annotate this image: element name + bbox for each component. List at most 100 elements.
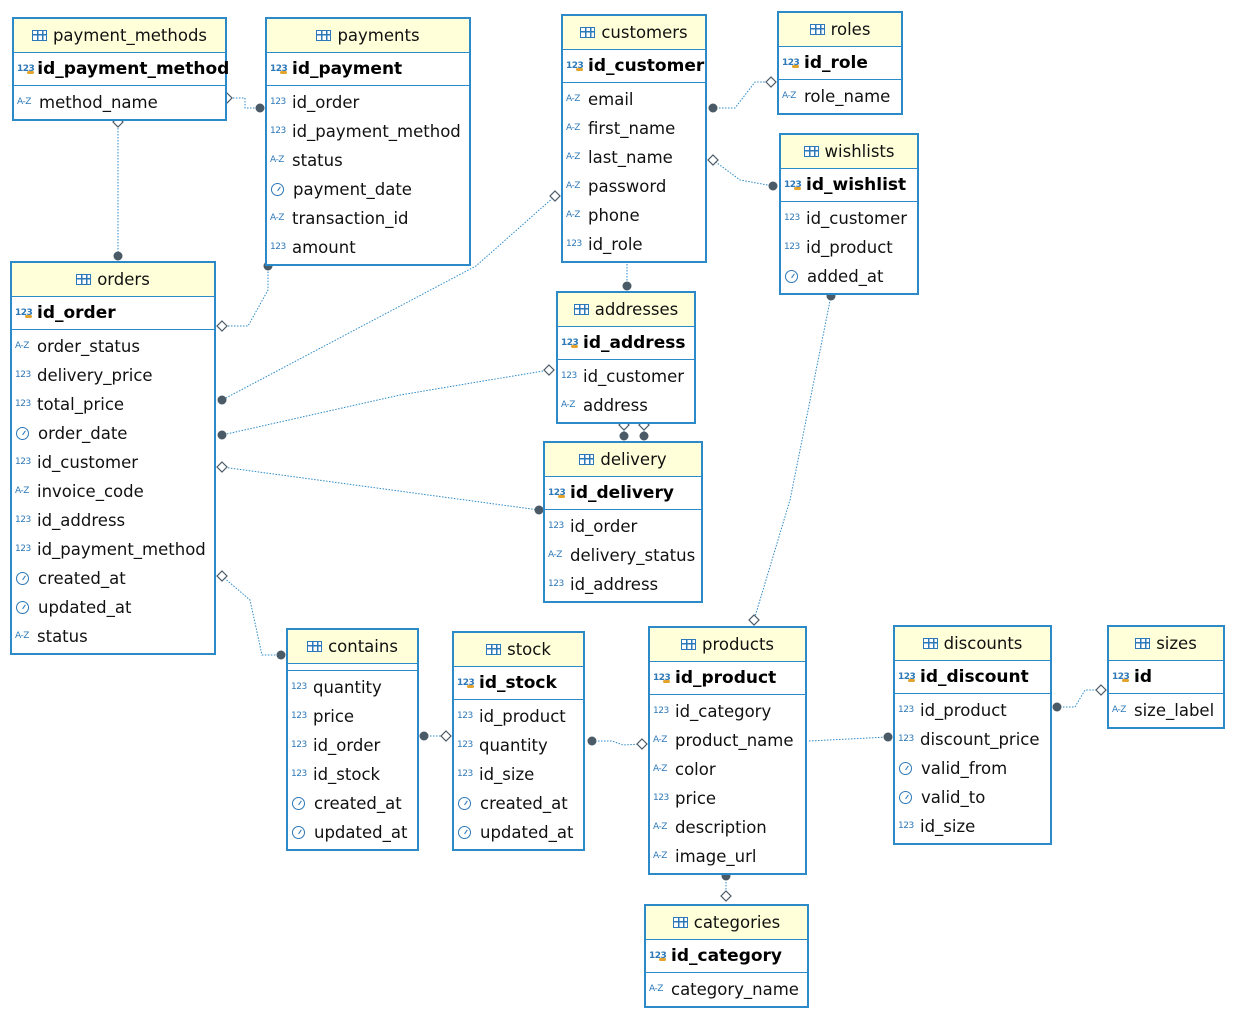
relationship-link[interactable] [217, 364, 555, 440]
field-row[interactable]: valid_from [895, 754, 1050, 783]
table-header[interactable]: customers [563, 16, 705, 50]
field-row[interactable]: created_at [12, 564, 214, 593]
field-row[interactable]: updated_at [12, 593, 214, 622]
table-header[interactable]: roles [779, 13, 901, 47]
table-header[interactable]: products [650, 628, 805, 662]
table-header[interactable]: delivery [545, 443, 701, 477]
table-header[interactable]: addresses [558, 293, 694, 327]
relationship-link[interactable] [707, 154, 778, 191]
table-header[interactable]: contains [288, 630, 417, 664]
relationship-link[interactable] [419, 730, 452, 742]
table-header[interactable]: sizes [1109, 627, 1223, 661]
field-row[interactable]: added_at [781, 262, 917, 291]
relationship-link[interactable] [216, 570, 286, 660]
primary-key-row[interactable] [288, 664, 417, 671]
table-header[interactable]: discounts [895, 627, 1050, 661]
table-header[interactable]: payments [267, 19, 469, 53]
table-header[interactable]: stock [454, 633, 583, 667]
relationship-link[interactable] [112, 116, 124, 261]
field-row[interactable]: valid_to [895, 783, 1050, 812]
relationship-link[interactable] [1052, 684, 1107, 712]
table-header[interactable]: orders [12, 263, 214, 297]
field-row[interactable]: created_at [454, 789, 583, 818]
relationship-link[interactable] [708, 76, 777, 113]
field-row[interactable]: payment_date [267, 175, 469, 204]
relationship-link[interactable] [216, 261, 273, 332]
relationship-link[interactable] [808, 732, 893, 742]
field-row[interactable]: updated_at [454, 818, 583, 847]
field-row[interactable]: updated_at [288, 818, 417, 847]
table-header[interactable]: wishlists [781, 135, 917, 169]
relationship-link[interactable] [587, 736, 648, 750]
field-row[interactable]: created_at [288, 789, 417, 818]
table-header[interactable]: payment_methods [14, 19, 225, 53]
table-header[interactable]: categories [646, 906, 807, 940]
relationship-link[interactable] [748, 291, 836, 626]
relationship-link[interactable] [221, 92, 265, 113]
